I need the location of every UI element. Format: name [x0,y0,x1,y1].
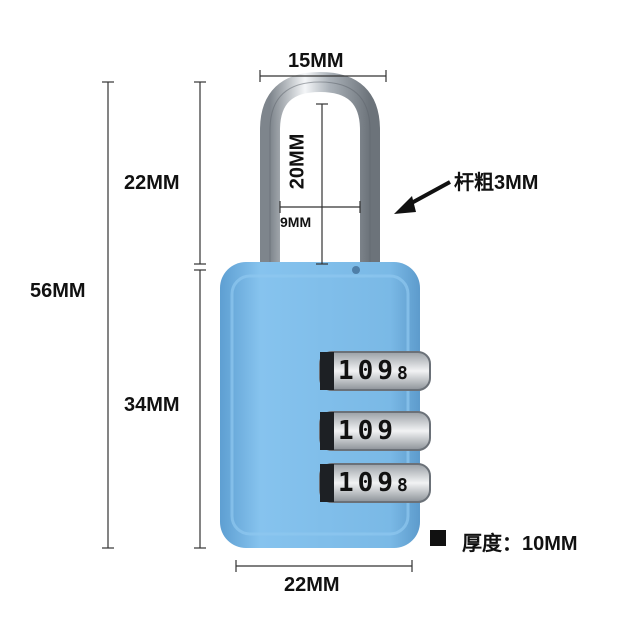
combination-dials [319,351,431,503]
dial-digit: 8 [396,363,412,384]
body-height-label: 34MM [124,394,180,416]
pointer-arrow [394,180,451,214]
dial-digit: 0 [357,356,378,386]
dial-row-3: 1098 [338,468,412,498]
shackle-height-label: 22MM [124,172,180,194]
dial-row-2: 109 [338,416,397,446]
total-height-label: 56MM [30,280,86,302]
thickness-label: 厚度：10MM [462,533,578,555]
dial-digit: 0 [357,416,378,446]
dimension-lines [102,70,413,572]
dial-digit: 1 [338,356,358,386]
dial-digit: 0 [357,468,378,498]
dial-row-1: 1098 [338,356,412,386]
dial-digit: 1 [338,468,358,498]
dial-digit: 9 [377,356,397,386]
legend-square [430,530,446,546]
dial-digit: 8 [396,475,412,496]
bar-thickness-label: 杆粗3MM [454,172,539,194]
lock-body [220,262,420,548]
inner-height-label: 20MM [286,133,309,190]
inner-width-label: 9MM [280,214,312,230]
dial-digit: 9 [377,468,397,498]
shackle [260,71,380,272]
dial-digit: 9 [377,416,397,446]
shackle-width-label: 15MM [288,50,344,72]
dial-digit: 1 [338,416,358,446]
body-width-label: 22MM [284,574,340,596]
